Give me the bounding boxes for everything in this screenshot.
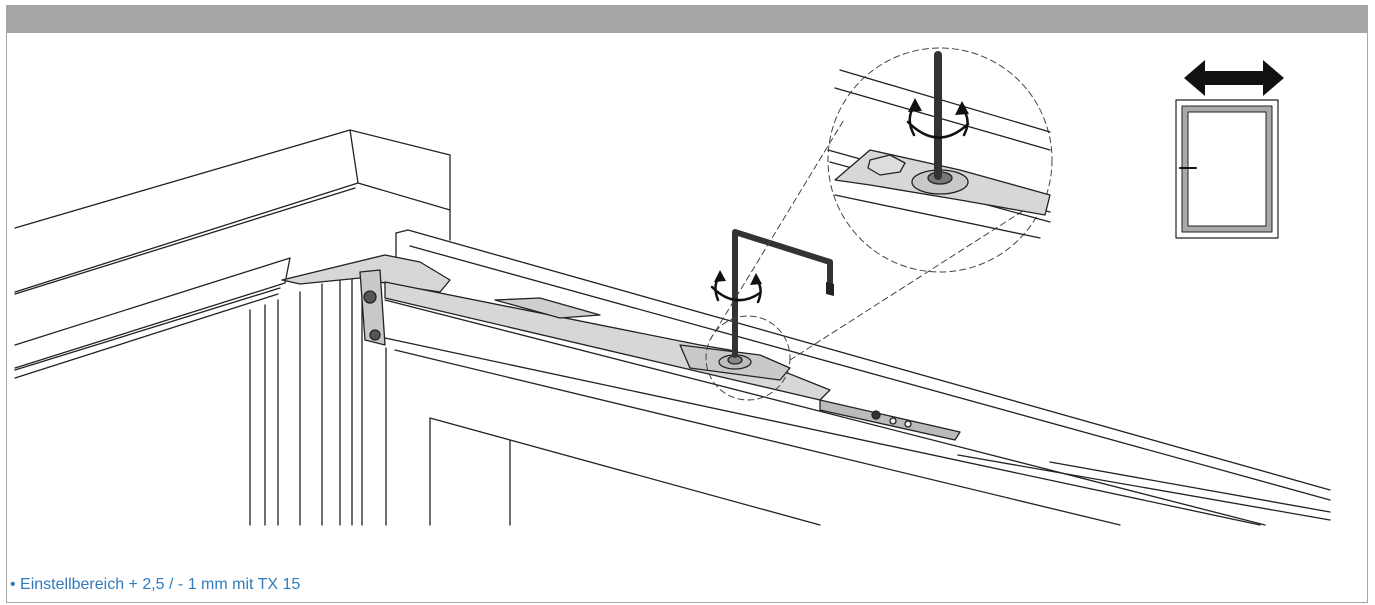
detail-callout xyxy=(705,47,1053,401)
torx-key-tool xyxy=(732,229,833,358)
sash-drawing xyxy=(384,229,1331,526)
header-bar xyxy=(6,5,1368,33)
window-sash-icon xyxy=(1175,99,1279,239)
zoomed-detail xyxy=(827,69,1051,239)
page-frame xyxy=(6,5,1368,603)
stay-arm-hardware xyxy=(281,254,961,441)
caption-adjustment-range: • Einstellbereich + 2,5 / - 1 mm mit TX … xyxy=(10,576,301,593)
window-frame-drawing xyxy=(14,129,451,526)
double-arrow-horizontal-icon xyxy=(1184,60,1284,96)
